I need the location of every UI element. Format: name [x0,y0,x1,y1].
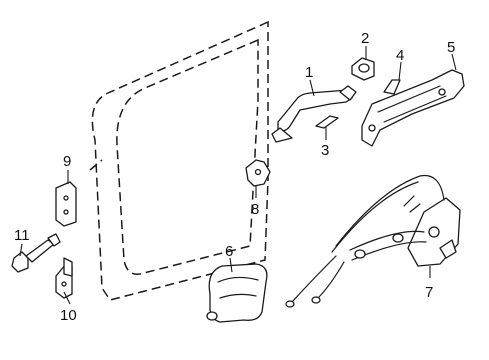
small-clip [245,159,271,187]
leader-lines [19,46,457,305]
callout-2: 2 [361,30,369,47]
callout-labels: 1 2 3 4 5 6 7 8 9 10 11 [14,30,455,324]
cylinder-bracket [383,79,401,95]
callout-11: 11 [14,227,30,244]
callout-5: 5 [447,39,455,56]
callout-10: 10 [60,307,77,324]
callout-8: 8 [251,201,259,218]
callout-1: 1 [305,64,313,81]
callout-7: 7 [425,284,433,301]
lock-actuator [285,174,461,308]
callout-4: 4 [396,47,404,64]
callout-6: 6 [225,243,233,260]
callout-3: 3 [321,142,329,159]
door-outline [89,20,269,301]
handle-escutcheon [315,115,339,129]
door-check-strap [11,233,61,273]
lock-cylinder [351,57,375,81]
inside-handle [206,263,268,323]
hinge-bracket [55,181,77,227]
outside-handle [271,85,357,143]
handle-frame [361,69,465,147]
striker-bracket [55,257,73,299]
callout-9: 9 [63,153,71,170]
